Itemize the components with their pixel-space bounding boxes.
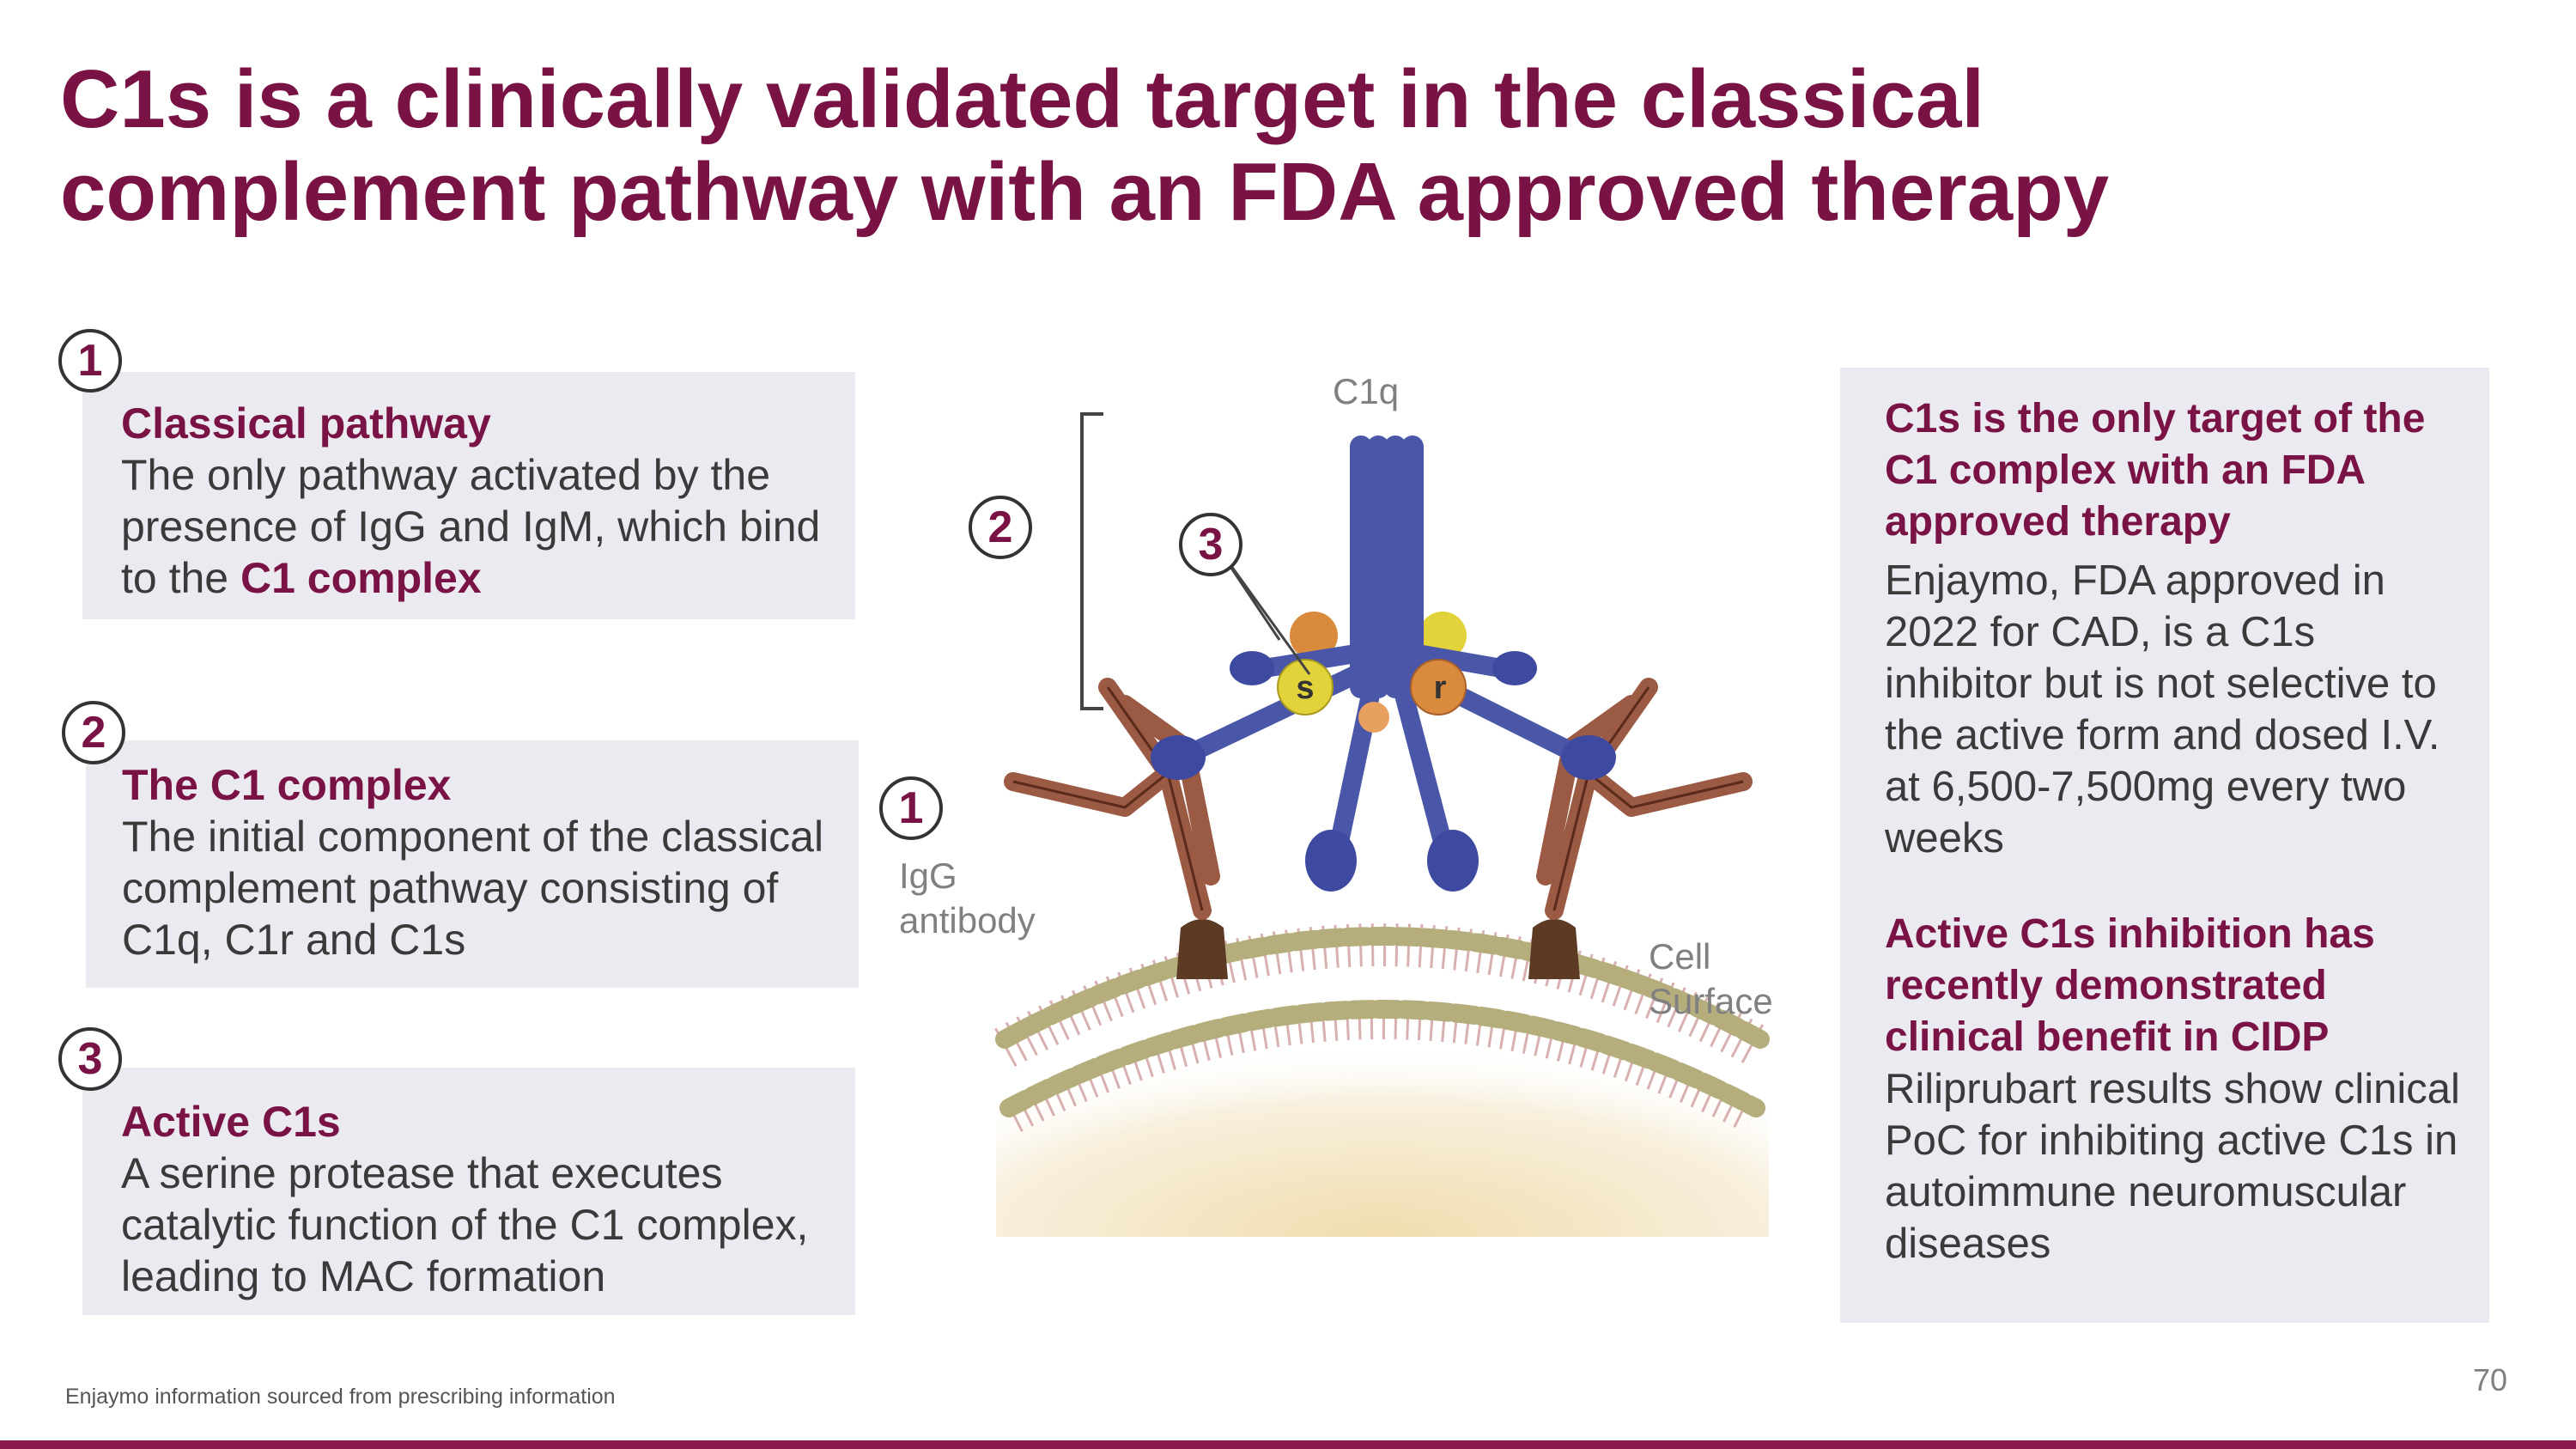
c1s-letter: s xyxy=(1296,670,1314,706)
c1-center-sphere xyxy=(1358,702,1389,733)
right-section-2-text: Riliprubart results show clinical PoC fo… xyxy=(1885,1066,2460,1267)
diagram-marker-3: 3 xyxy=(1179,513,1242,576)
title-line-1: C1s is a clinically validated target in … xyxy=(60,53,1985,145)
c1s-sphere xyxy=(1277,659,1334,715)
anchor-left xyxy=(1176,919,1228,979)
c1r-sphere-back xyxy=(1290,612,1338,660)
bottom-accent-bar xyxy=(0,1440,2576,1449)
card-2-title: The C1 complex xyxy=(122,761,452,809)
card-classical-pathway: Classical pathway The only pathway activ… xyxy=(82,372,855,619)
card-1-text: The only pathway activated by the presen… xyxy=(121,451,821,602)
card-1-title: Classical pathway xyxy=(121,399,491,447)
right-info-panel: C1s is the only target of the C1 complex… xyxy=(1840,368,2489,1323)
card-active-c1s: Active C1s A serine protease that execut… xyxy=(82,1068,855,1315)
slide-title: C1s is a clinically validated target in … xyxy=(60,53,2464,239)
cell-surface-membrane xyxy=(994,923,1771,1237)
right-section-1-title: C1s is the only target of the C1 complex… xyxy=(1885,396,2426,545)
c1q-heads xyxy=(1151,651,1616,892)
c1q-molecule xyxy=(1176,435,1589,851)
c1-complex-highlight: C1 complex xyxy=(240,554,482,602)
anchor-right xyxy=(1528,919,1580,979)
card-2-text: The initial component of the classical c… xyxy=(122,813,824,964)
right-section-2-title: Active C1s inhibition has recently demon… xyxy=(1885,911,2375,1060)
igg-antibody-right xyxy=(1536,678,1753,920)
c1r-letter: r xyxy=(1434,670,1447,706)
c1r-sphere xyxy=(1410,659,1467,715)
card-3-number-badge: 3 xyxy=(58,1027,122,1091)
c1-complex-bracket xyxy=(1080,412,1103,710)
footnote: Enjaymo information sourced from prescri… xyxy=(65,1385,616,1409)
card-3-text: A serine protease that executes catalyti… xyxy=(121,1149,809,1300)
card-2-number-badge: 2 xyxy=(62,701,125,764)
card-1-number-badge: 1 xyxy=(58,329,122,393)
card-3-title: Active C1s xyxy=(121,1098,341,1146)
c1-complex-diagram: s r xyxy=(994,412,1771,1237)
diagram-marker-1: 1 xyxy=(879,776,943,840)
page-number: 70 xyxy=(2473,1362,2508,1397)
diagram-marker-2: 2 xyxy=(969,496,1032,559)
igg-antibody-left xyxy=(1004,678,1220,920)
right-section-1-text: Enjaymo, FDA approved in 2022 for CAD, i… xyxy=(1885,557,2440,861)
title-line-2: complement pathway with an FDA approved … xyxy=(60,146,2110,238)
card-c1-complex: The C1 complex The initial component of … xyxy=(86,740,859,988)
label-c1q: C1q xyxy=(1333,371,1400,411)
